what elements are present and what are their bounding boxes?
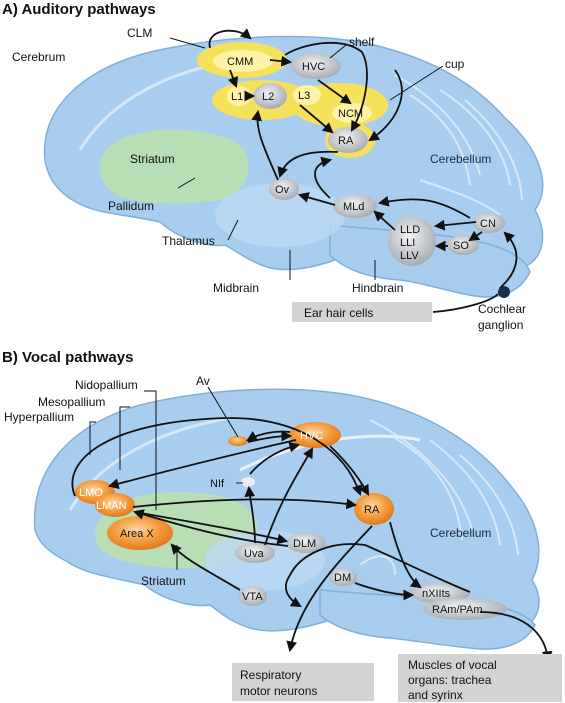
dlm-label: DLM — [293, 538, 316, 550]
mld-node — [333, 194, 377, 218]
cup-label: cup — [445, 57, 465, 71]
l1-label: L1 — [231, 91, 243, 103]
panel-auditory: A) Auditory pathways — [2, 1, 544, 332]
hyperpallium-label: Hyperpallium — [4, 410, 74, 424]
so-label: SO — [453, 240, 469, 252]
thalamus-label: Thalamus — [162, 234, 215, 248]
uva-label: Uva — [244, 548, 264, 560]
dm-node — [329, 568, 357, 586]
lld-label: LLD — [400, 224, 420, 236]
hvc-label-b: HVC — [300, 430, 323, 442]
mld-label: MLd — [343, 201, 364, 213]
cerebellum-folds-a — [394, 74, 523, 216]
hindbrain-label: Hindbrain — [352, 281, 403, 295]
striatum-label-a: Striatum — [130, 152, 175, 166]
lli-label: LLI — [400, 237, 415, 249]
midbrain-label: Midbrain — [213, 281, 259, 295]
cochlear-ganglion-dot — [498, 286, 510, 298]
ra-label-a: RA — [338, 135, 354, 147]
muscles-label-1: Muscles of vocal — [408, 658, 497, 672]
cerebellum-label-a: Cerebellum — [430, 152, 491, 166]
av-node — [228, 436, 248, 446]
vta-node — [239, 586, 267, 606]
l2-label: L2 — [262, 91, 274, 103]
cerebrum-label: Cerebrum — [12, 50, 65, 64]
cochlear-label-1: Cochlear — [478, 302, 526, 316]
dlm-node — [286, 533, 326, 553]
area-x-node — [107, 516, 173, 550]
av-label: Av — [196, 374, 210, 388]
cerebellum-folds-b — [359, 419, 519, 576]
vta-label: VTA — [242, 591, 263, 603]
mesopallium-label: Mesopallium — [38, 395, 105, 409]
brainstem-a — [329, 224, 531, 298]
ra-label-b: RA — [364, 504, 380, 516]
hvc-node-b — [289, 422, 341, 448]
uva-node — [235, 543, 275, 563]
l2-node — [253, 83, 287, 109]
striatum-a — [100, 129, 249, 204]
ll-node — [388, 216, 436, 266]
ear-hair-cells-label: Ear hair cells — [304, 306, 373, 320]
hvc-node-a — [291, 53, 341, 79]
auditory-arrows — [208, 28, 518, 313]
ra-node-a — [328, 127, 368, 153]
striatum-label-b: Striatum — [141, 574, 186, 588]
vocal-pointers — [89, 386, 243, 570]
muscles-label-3: and syrinx — [408, 688, 463, 702]
lmo-label: LMO — [79, 487, 103, 499]
vocal-arrows — [71, 417, 553, 663]
muscles-box — [398, 654, 562, 702]
lman-node — [95, 493, 135, 517]
cmm-node — [213, 50, 273, 72]
shelf-label: shelf — [349, 35, 375, 49]
ov-node — [269, 178, 299, 200]
respiratory-box — [232, 663, 374, 701]
ram-pam-node — [423, 598, 507, 620]
cmm-label: CMM — [227, 56, 253, 68]
cochlear-label-2: ganglion — [478, 318, 523, 332]
ncm-label: NCM — [338, 108, 363, 120]
l3-label: L3 — [298, 90, 310, 102]
nxiits-node — [410, 583, 470, 603]
respiratory-label-2: motor neurons — [240, 684, 317, 698]
nxiits-label: nXIIts — [422, 588, 451, 600]
panel-b-title: B) Vocal pathways — [2, 349, 133, 366]
auditory-pointers — [169, 37, 444, 280]
nidopallium-label: Nidopallium — [75, 378, 138, 392]
clm-label: CLM — [127, 26, 152, 40]
nif-node — [241, 477, 255, 487]
panel-a-title: A) Auditory pathways — [2, 1, 156, 18]
cerebellum-label-b: Cerebellum — [430, 526, 491, 540]
l3-node — [293, 85, 321, 105]
cn-node — [473, 213, 505, 233]
hvc-label-a: HVC — [302, 61, 325, 73]
lman-label: LMAN — [96, 500, 127, 512]
llv-label: LLV — [400, 250, 419, 262]
ram-pam-label: RAm/PAm — [432, 604, 483, 616]
area-x-label: Area X — [120, 528, 154, 540]
ov-label: Ov — [275, 184, 290, 196]
ear-hair-cells-box — [292, 302, 432, 322]
pallidum-label: Pallidum — [108, 199, 154, 213]
ra-node-b — [354, 493, 394, 525]
respiratory-label-1: Respiratory — [240, 668, 301, 682]
muscles-label-2: organs: trachea — [408, 673, 492, 687]
dm-label: DM — [334, 572, 351, 584]
panel-vocal: B) Vocal pathways — [2, 349, 562, 702]
nif-label: NIf — [210, 478, 225, 490]
cn-label: CN — [480, 218, 496, 230]
